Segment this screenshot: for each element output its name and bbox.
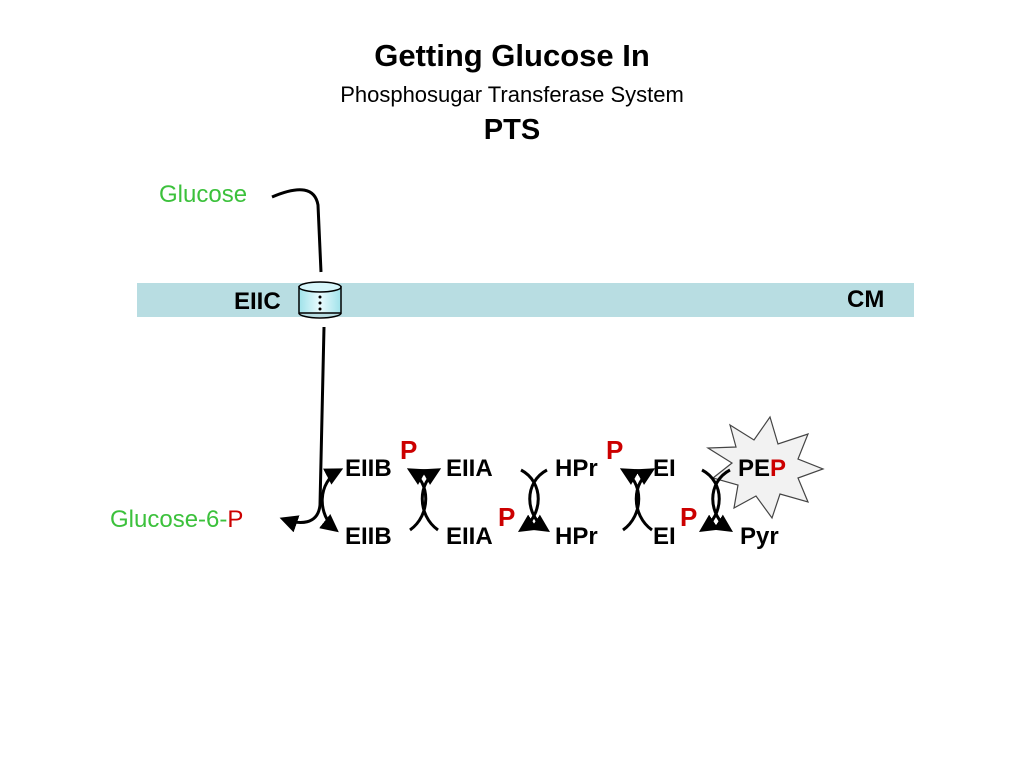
hpr-ei-right-arc [634,468,656,532]
hpr-top-label: HPr [555,455,598,482]
eiia-hpr-right-arc [528,468,551,532]
glucose-6-p-prefix: Glucose-6- [110,506,228,533]
eiib-eiia-left-arc [406,468,428,532]
ei-top-label: EI [653,455,676,482]
eiib-top-label: EIIB [345,455,392,482]
eiia-hpr-left-arc [517,468,540,532]
eiib-cycle-arc [319,468,344,533]
page-title: Getting Glucose In [374,38,650,73]
pep-phosphate: P [770,455,787,482]
pep-label: PEP [738,455,786,483]
pep-prefix: PE [738,455,771,482]
eiib-eiia-right-arc [420,468,442,532]
page-subtitle: Phosphosugar Transferase System [340,82,684,107]
eiia-bottom-label: EIIA [446,523,493,550]
glucose-6-p-phosphate: P [227,506,244,533]
eiic-transporter-icon [298,281,342,319]
ei-pep-left-arc [698,468,721,532]
abbreviation-label: PTS [483,114,541,146]
eiib-bottom-label: EIIB [345,523,392,550]
glucose-6-p-exit-path [279,326,326,533]
ei-bottom-label: EI [653,523,676,550]
glucose-6-p-label: Glucose-6-P [110,506,243,534]
pep-starburst-icon [706,415,825,520]
pyr-label: Pyr [740,523,779,550]
eiic-label: EIIC [234,288,281,315]
hpr-phosphate-label: P [606,435,624,465]
eiib-phosphate-label: P [400,435,418,465]
hpr-ei-left-arc [619,468,641,532]
ei-phosphate-label: P [680,502,698,532]
glucose-entry-path [271,188,323,273]
cell-membrane-band [137,283,914,317]
membrane-label: CM [847,286,885,313]
eiia-top-label: EIIA [446,455,493,482]
glucose-label: Glucose [159,181,248,208]
ei-pep-right-arc [711,468,734,532]
hpr-bottom-label: HPr [555,523,598,550]
eiia-phosphate-label: P [498,502,516,532]
